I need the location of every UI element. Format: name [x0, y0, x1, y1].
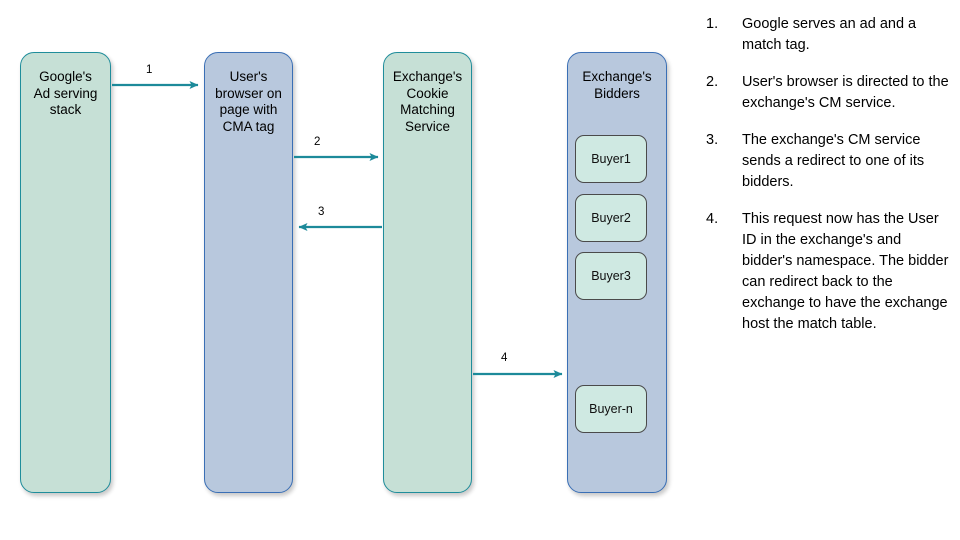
steps-list: 1. Google serves an ad and a match tag. … — [706, 14, 954, 351]
step-number: 1. — [706, 16, 719, 32]
lane-label: Exchange's Cookie Matching Service — [392, 69, 463, 134]
step-number: 3. — [706, 132, 719, 148]
step-text: This request now has the User ID in the … — [742, 211, 949, 332]
buyer-box-buyer2[interactable]: Buyer2 — [575, 194, 647, 242]
lane-label: User's browser on page with CMA tag — [215, 69, 282, 134]
step-text: The exchange's CM service sends a redire… — [742, 132, 925, 190]
step-number: 2. — [706, 74, 719, 90]
lane-label: Exchange's Bidders — [582, 69, 652, 101]
step-item: 3. The exchange's CM service sends a red… — [706, 130, 954, 193]
buyer-box-buyer-n[interactable]: Buyer-n — [575, 385, 647, 433]
step-text: Google serves an ad and a match tag. — [742, 16, 917, 53]
buyer-label: Buyer2 — [591, 210, 631, 225]
arrow-4-label: 4 — [501, 352, 508, 364]
lane-exchange-cookie-matching-service[interactable]: Exchange's Cookie Matching Service — [383, 52, 472, 493]
buyer-box-buyer3[interactable]: Buyer3 — [575, 252, 647, 300]
buyer-label: Buyer1 — [591, 151, 631, 166]
buyer-box-buyer1[interactable]: Buyer1 — [575, 135, 647, 183]
diagram-canvas: Google's Ad serving stack User's browser… — [20, 52, 667, 493]
lane-google-ad-serving-stack[interactable]: Google's Ad serving stack — [20, 52, 111, 493]
step-item: 4. This request now has the User ID in t… — [706, 209, 954, 335]
buyer-label: Buyer-n — [589, 401, 633, 416]
arrow-2-label: 2 — [314, 136, 321, 148]
lane-users-browser[interactable]: User's browser on page with CMA tag — [204, 52, 293, 493]
buyer-label: Buyer3 — [591, 268, 631, 283]
step-item: 1. Google serves an ad and a match tag. — [706, 14, 954, 56]
arrow-1-label: 1 — [146, 64, 153, 76]
lane-label: Google's Ad serving stack — [33, 69, 98, 117]
step-number: 4. — [706, 211, 719, 227]
arrow-3-label: 3 — [318, 206, 325, 218]
step-text: User's browser is directed to the exchan… — [742, 74, 949, 111]
step-item: 2. User's browser is directed to the exc… — [706, 72, 954, 114]
